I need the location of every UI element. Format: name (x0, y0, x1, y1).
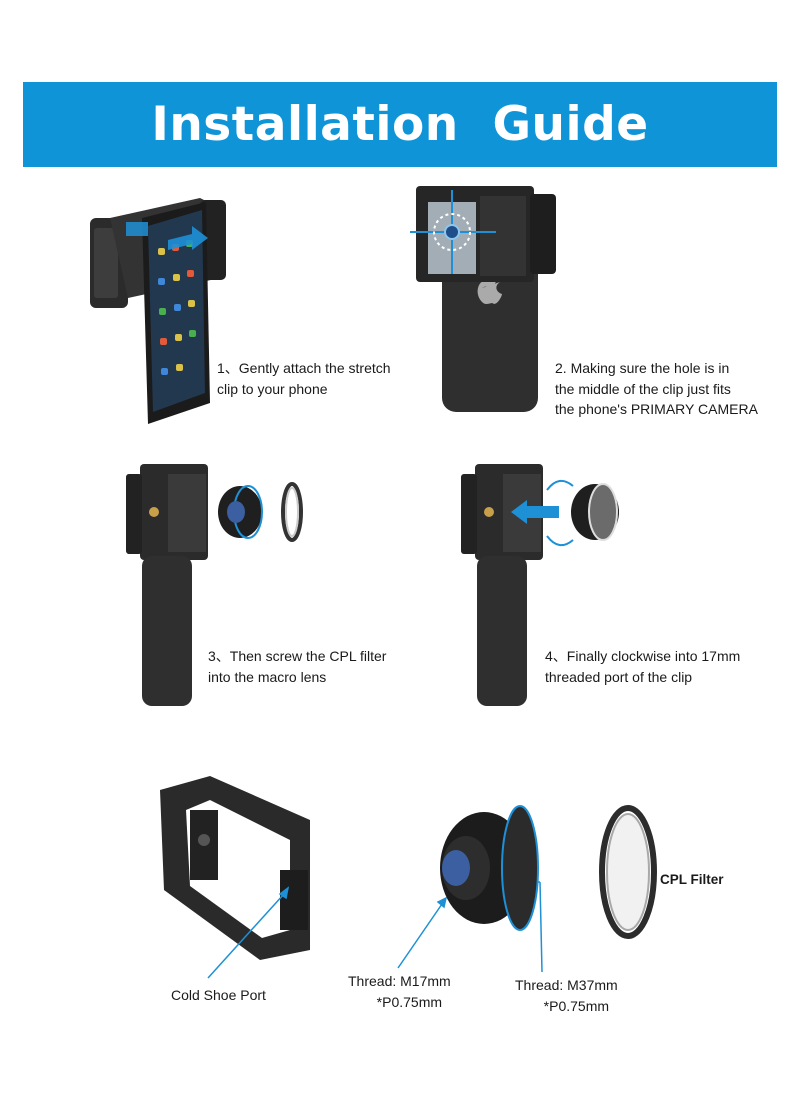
thread-m17-label: Thread: M17mm *P0.75mm (348, 973, 451, 1010)
phone-clip-icon (160, 776, 310, 960)
arrow-icon (126, 222, 208, 250)
page-title: Installation Guide (151, 97, 649, 152)
arrow-icon (511, 500, 559, 524)
step3-caption: 3、Then screw the CPL filter into the mac… (208, 648, 387, 685)
step2-illustration (410, 186, 556, 412)
step1-illustration (90, 198, 226, 424)
thread-m37-label: Thread: M37mm *P0.75mm (515, 977, 618, 1014)
step4-caption: 4、Finally clockwise into 17mm threaded p… (545, 648, 741, 685)
step3-illustration (126, 464, 303, 706)
cpl-filter-ring-icon (281, 482, 303, 542)
crosshair-icon (410, 190, 496, 274)
header-banner: Installation Guide (23, 82, 777, 167)
phone-clip-icon (461, 464, 543, 706)
macro-lens-icon (440, 805, 539, 931)
rotate-arrow-icon (546, 479, 574, 547)
step4-illustration (461, 464, 619, 706)
phone-clip-icon (416, 186, 556, 282)
cold-shoe-port-label: Cold Shoe Port (171, 987, 266, 1003)
apple-logo-icon (477, 279, 502, 304)
cpl-filter-ring-icon (599, 805, 657, 939)
step2-caption: 2. Making sure the hole is in the middle… (555, 360, 758, 417)
step1-caption: 1、Gently attach the stretch clip to your… (217, 360, 391, 397)
macro-lens-icon (218, 485, 263, 539)
phone-clip-icon (126, 464, 208, 706)
parts-illustration (160, 776, 657, 979)
cpl-filter-label: CPL Filter (660, 872, 724, 887)
macro-lens-icon (571, 483, 619, 541)
